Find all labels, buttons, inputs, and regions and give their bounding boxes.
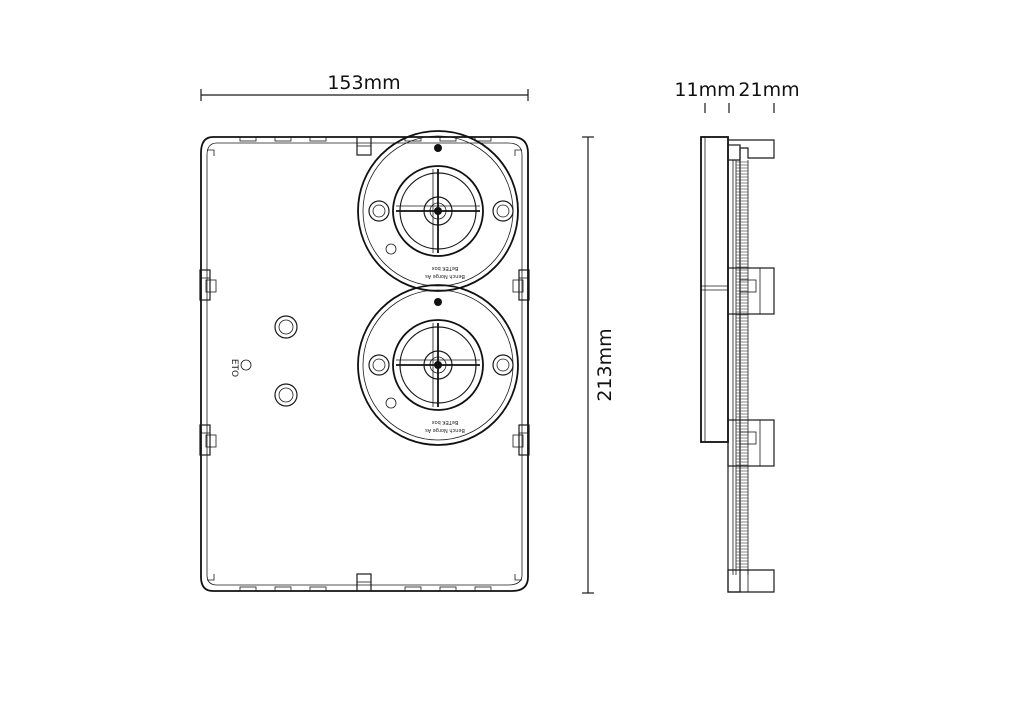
- width-dimension: 153mm: [200, 72, 529, 101]
- cup-marking-line1: Bench Norge As: [425, 273, 465, 279]
- cup-marking-line2: BeTEK box: [432, 419, 459, 425]
- logo-text: ETO: [229, 359, 239, 377]
- corner-details: [207, 149, 522, 581]
- cup-marking-line1: Bench Norge As: [425, 427, 465, 433]
- front-view: ETO Bench Norge As BeTEK box: [199, 130, 530, 592]
- width-label: 153mm: [327, 72, 400, 94]
- left-knockouts: [274, 315, 298, 407]
- depth-dimension: 11mm 21mm: [674, 79, 800, 113]
- side-view: [700, 136, 775, 593]
- upper-cup: Bench Norge As BeTEK box: [357, 130, 519, 292]
- cup-marking-line2: BeTEK box: [432, 265, 459, 271]
- side-clip-upper: [727, 267, 775, 315]
- side-ribbing: [736, 161, 748, 568]
- depth1-label: 11mm: [674, 79, 735, 101]
- top-edge-tabs: [239, 136, 492, 156]
- height-label: 213mm: [594, 328, 616, 401]
- certification-logo: ETO: [229, 359, 252, 377]
- lower-cup: Bench Norge As BeTEK box: [357, 284, 519, 446]
- side-clip-lower: [727, 419, 775, 467]
- depth2-label: 21mm: [738, 79, 799, 101]
- side-clips: [199, 269, 530, 456]
- bottom-edge-tabs: [239, 573, 492, 592]
- height-dimension: 213mm: [582, 136, 616, 594]
